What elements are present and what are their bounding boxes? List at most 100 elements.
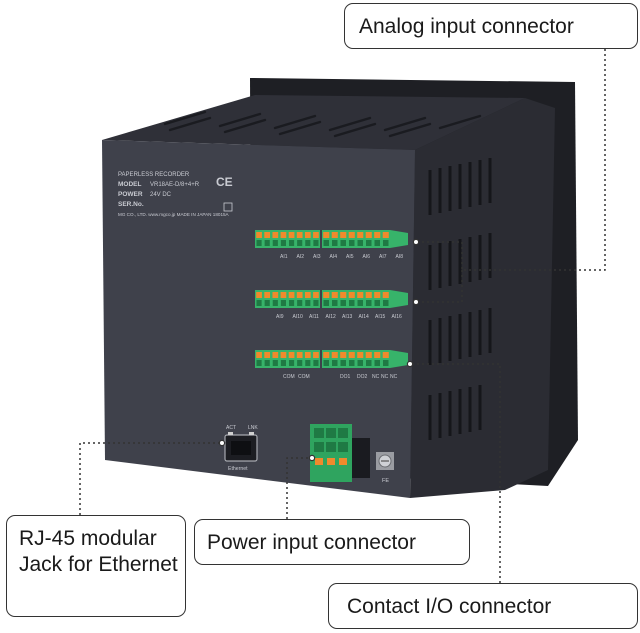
terminal-lever [365, 292, 372, 298]
model-label: MODEL [118, 181, 142, 188]
terminal-lever [304, 232, 311, 238]
terminal-hole [374, 240, 380, 246]
terminal-lever [357, 292, 364, 298]
terminal-lever [340, 352, 347, 358]
side-vents [428, 158, 492, 440]
terminal-lever [357, 352, 364, 358]
lnk-label: LNK [248, 425, 258, 431]
terminal-hole [256, 300, 262, 306]
terminal-hole [305, 240, 311, 246]
terminal-label: DO1 [340, 374, 351, 380]
terminal-lever [365, 352, 372, 358]
terminal-hole [374, 360, 380, 366]
terminal-hole [280, 360, 286, 366]
leader-lines [79, 49, 606, 583]
terminal-hole [349, 240, 355, 246]
terminal-label: AI9 [276, 314, 284, 320]
terminal-block [255, 350, 320, 368]
terminal-hole [383, 300, 389, 306]
terminal-hole [297, 300, 303, 306]
terminal-label: AI14 [359, 314, 370, 320]
power-label: POWER [118, 191, 143, 198]
terminal-hole [297, 240, 303, 246]
terminal-hole [374, 300, 380, 306]
maker-text: MG CO., LTD. www.mgco.jp MADE IN JAPAN 1… [118, 212, 230, 217]
qr-mark [223, 202, 233, 212]
terminal-hole [280, 300, 286, 306]
terminal-hole [272, 300, 278, 306]
terminal-lever [340, 232, 347, 238]
terminal-lever [331, 292, 338, 298]
terminal-label: AI13 [342, 314, 353, 320]
terminal-lever [374, 232, 381, 238]
terminal-hole [313, 360, 319, 366]
terminal-lever [365, 232, 372, 238]
rj45-leader [79, 442, 222, 515]
rj45-callout: RJ-45 modular Jack for Ethernet [6, 515, 186, 617]
side-face [410, 98, 555, 498]
terminal-hole [332, 360, 338, 366]
terminal-label: AI5 [346, 254, 354, 260]
terminal-hole [289, 240, 295, 246]
terminal-block [322, 350, 390, 368]
terminal-label: AI7 [379, 254, 387, 260]
terminal-lever [331, 232, 338, 238]
terminal-lever [264, 232, 271, 238]
terminal-hole [357, 240, 363, 246]
terminal-hole [264, 300, 270, 306]
terminal-label: AI6 [363, 254, 371, 260]
terminal-block [322, 290, 390, 308]
terminal-hole [340, 360, 346, 366]
terminal-lever [288, 352, 295, 358]
terminal-label: AI11 [309, 314, 319, 320]
terminal-hole [272, 360, 278, 366]
terminal-lever [280, 292, 287, 298]
terminal-label: NC [390, 374, 398, 380]
terminal-hole [297, 360, 303, 366]
terminal-lever [264, 352, 271, 358]
terminal-lever [313, 232, 319, 238]
terminal-latch [390, 230, 408, 248]
act-label: ACT [226, 425, 236, 431]
terminal-latch [390, 350, 408, 368]
terminal-hole [305, 360, 311, 366]
terminal-block [322, 230, 390, 248]
power-value: 24V DC [150, 192, 172, 198]
terminal-label: DO2 [357, 374, 368, 380]
terminal-lever [256, 232, 262, 238]
terminal-lever [357, 232, 364, 238]
terminal-label: COM [298, 374, 310, 380]
terminal-hole [264, 360, 270, 366]
terminal-label: AI2 [297, 254, 305, 260]
terminal-label: AI8 [396, 254, 404, 260]
top-face [102, 95, 525, 150]
terminal-lever [264, 292, 271, 298]
terminal-hole [272, 240, 278, 246]
analog-terminal-row-2 [255, 290, 408, 308]
top-vents [163, 110, 482, 138]
terminal-lever [382, 352, 389, 358]
terminal-block [255, 290, 320, 308]
terminal-lever [348, 352, 355, 358]
terminal-lever [348, 292, 355, 298]
terminal-label: AI4 [330, 254, 338, 260]
terminal-lever [256, 292, 262, 298]
contact-io-callout: Contact I/O connector [328, 583, 638, 629]
power-connector [310, 424, 370, 482]
terminal-hole [323, 360, 329, 366]
terminal-label: AI10 [293, 314, 304, 320]
terminal-label: AI16 [392, 314, 403, 320]
ethernet-jack: ACT LNK Ethernet [224, 425, 258, 472]
terminal-lever [382, 232, 389, 238]
terminal-lever [272, 232, 279, 238]
terminal-hole [340, 240, 346, 246]
terminal-lever [340, 292, 347, 298]
terminal-lever [323, 292, 330, 298]
terminal-hole [313, 240, 319, 246]
terminal-lever [296, 292, 303, 298]
terminal-lever [296, 352, 303, 358]
rating-label: PAPERLESS RECORDER MODEL VR18AE-D/8+4+R … [118, 172, 233, 217]
terminal-hole [256, 360, 262, 366]
